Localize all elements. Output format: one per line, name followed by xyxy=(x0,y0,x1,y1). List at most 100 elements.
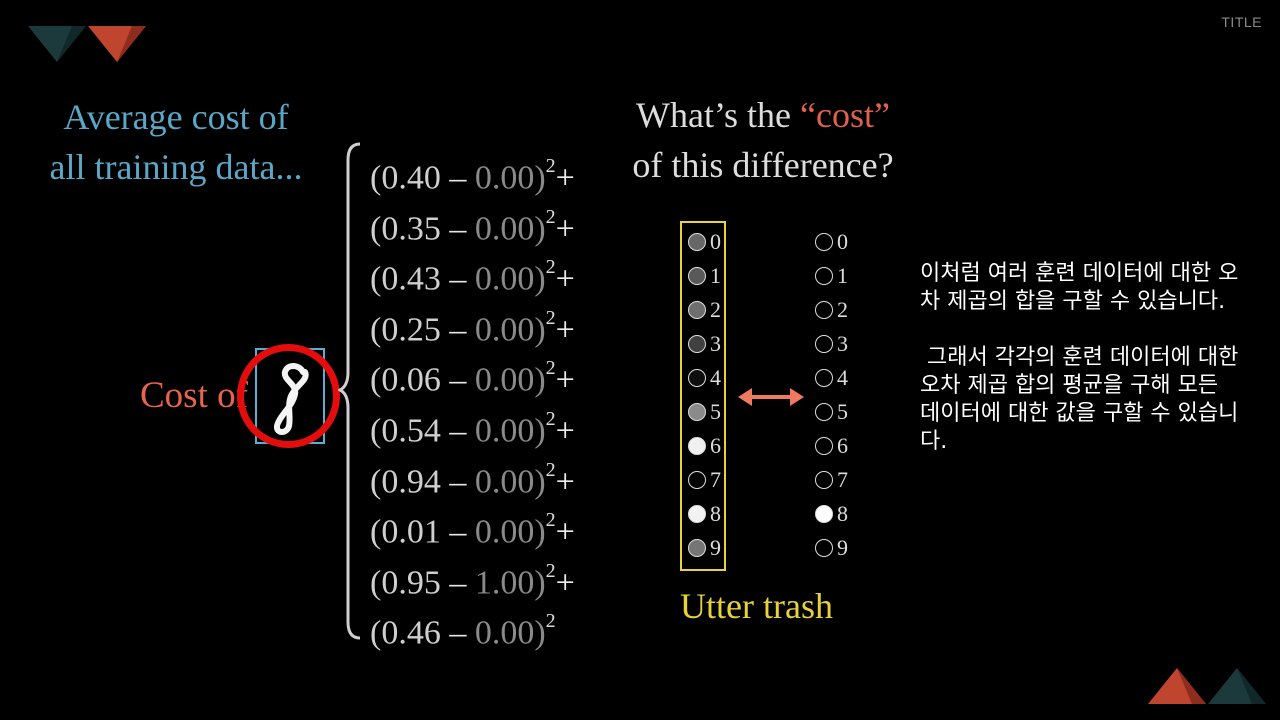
cost-question-heading: What’s the “cost” of this difference? xyxy=(628,90,898,190)
term-exponent: 2 xyxy=(545,408,556,430)
decor-triangles-bottom xyxy=(1148,668,1266,704)
term-plus: + xyxy=(555,412,575,450)
output-neuron-label: 9 xyxy=(710,535,721,560)
output-neuron xyxy=(688,335,706,353)
output-neuron xyxy=(688,539,706,557)
term-target: 0.00) xyxy=(474,311,546,349)
term-target: 1.00) xyxy=(474,564,546,602)
korean-explanation: 이처럼 여러 훈련 데이터에 대한 오차 제곱의 합을 구할 수 있습니다. 그… xyxy=(920,261,1239,454)
term-value: (0.35 xyxy=(370,209,441,247)
decor-triangles-top xyxy=(28,26,146,62)
output-neuron-label: 3 xyxy=(710,331,721,356)
desired-neuron-label: 5 xyxy=(837,399,848,424)
term-exponent: 2 xyxy=(545,610,556,633)
term-target: 0.00) xyxy=(474,614,546,652)
desired-neuron-label: 4 xyxy=(837,365,848,390)
cost-term-row: (0.94 – 0.00)2+ xyxy=(370,454,575,502)
term-exponent: 2 xyxy=(545,306,556,329)
term-value: (0.01 xyxy=(370,513,441,551)
desired-neuron xyxy=(815,505,833,523)
term-target: 0.00) xyxy=(474,513,546,551)
cost-term-row: (0.35 – 0.00)2+ xyxy=(370,201,575,249)
term-plus: + xyxy=(555,209,575,247)
term-plus: + xyxy=(555,311,575,349)
output-neuron-label: 0 xyxy=(710,229,721,254)
desired-neuron-label: 6 xyxy=(837,433,848,458)
output-neuron-label: 1 xyxy=(710,263,721,288)
desired-neuron xyxy=(815,335,833,353)
term-exponent: 2 xyxy=(545,559,556,582)
desired-neuron-label: 7 xyxy=(837,467,848,492)
term-minus: – xyxy=(440,513,475,551)
term-minus: – xyxy=(440,462,475,500)
output-neuron xyxy=(688,267,706,285)
term-value: (0.43 xyxy=(370,260,441,298)
output-neuron xyxy=(688,437,706,455)
term-value: (0.06 xyxy=(370,361,441,399)
term-target: 0.00) xyxy=(474,209,546,247)
desired-neuron xyxy=(815,403,833,421)
output-neuron-label: 2 xyxy=(710,297,721,322)
heading-line-1: Average cost of xyxy=(63,97,289,137)
term-minus: – xyxy=(440,159,475,197)
double-arrow-icon xyxy=(738,388,804,406)
term-minus: – xyxy=(440,361,475,399)
output-neuron-label: 5 xyxy=(710,399,721,424)
desired-neuron-label: 3 xyxy=(837,331,848,356)
output-layer-box xyxy=(680,221,726,571)
term-exponent: 2 xyxy=(545,509,556,532)
term-target: 0.00) xyxy=(474,412,546,450)
term-value: (0.54 xyxy=(370,412,441,450)
desired-neuron xyxy=(815,267,833,285)
term-exponent: 2 xyxy=(545,256,556,279)
cost-term-row: (0.46 – 0.00)2 xyxy=(370,605,556,653)
term-plus: + xyxy=(555,159,575,197)
highlight-circle xyxy=(237,344,340,448)
term-value: (0.25 xyxy=(370,311,441,349)
term-target: 0.00) xyxy=(474,159,546,197)
term-target: 0.00) xyxy=(474,260,546,298)
cost-word: “cost” xyxy=(800,95,890,135)
output-neuron xyxy=(688,369,706,387)
term-exponent: 2 xyxy=(545,357,556,380)
term-exponent: 2 xyxy=(545,205,556,228)
left-brace xyxy=(338,142,361,640)
desired-neuron xyxy=(815,301,833,319)
output-neuron-label: 6 xyxy=(710,433,721,458)
desired-neuron xyxy=(815,437,833,455)
term-exponent: 2 xyxy=(545,155,556,177)
desired-neuron xyxy=(815,471,833,489)
cost-term-row: (0.01 – 0.00)2+ xyxy=(370,504,575,552)
output-neuron xyxy=(688,471,706,489)
term-value: (0.94 xyxy=(370,462,441,500)
output-neuron-label: 8 xyxy=(710,501,721,526)
output-neuron-label: 4 xyxy=(710,365,721,390)
cost-term-row: (0.95 – 1.00)2+ xyxy=(370,555,575,603)
term-target: 0.00) xyxy=(474,462,546,500)
desired-neuron-label: 9 xyxy=(837,535,848,560)
output-neuron xyxy=(688,233,706,251)
cost-term-row: (0.43 – 0.00)2+ xyxy=(370,251,575,299)
term-minus: – xyxy=(440,260,475,298)
term-minus: – xyxy=(440,614,475,652)
average-cost-heading: Average cost of all training data... xyxy=(36,92,316,192)
term-exponent: 2 xyxy=(545,458,556,481)
desired-neuron xyxy=(815,233,833,251)
term-value: (0.95 xyxy=(370,564,441,602)
output-neuron xyxy=(688,403,706,421)
term-plus: + xyxy=(555,513,575,551)
utter-trash-caption: Utter trash xyxy=(680,586,833,626)
desired-neuron xyxy=(815,369,833,387)
output-neuron xyxy=(688,505,706,523)
cost-of-label: Cost of xyxy=(140,375,248,416)
cost-term-row: (0.25 – 0.00)2+ xyxy=(370,302,575,350)
term-plus: + xyxy=(555,260,575,298)
term-value: (0.46 xyxy=(370,614,441,652)
heading-line-2: all training data... xyxy=(49,147,303,187)
question-line-2: of this difference? xyxy=(632,145,894,185)
term-target: 0.00) xyxy=(474,361,546,399)
output-neuron xyxy=(688,301,706,319)
term-value: (0.40 xyxy=(370,159,441,197)
desired-neuron-label: 1 xyxy=(837,263,848,288)
cost-term-row: (0.54 – 0.00)2+ xyxy=(370,403,575,451)
